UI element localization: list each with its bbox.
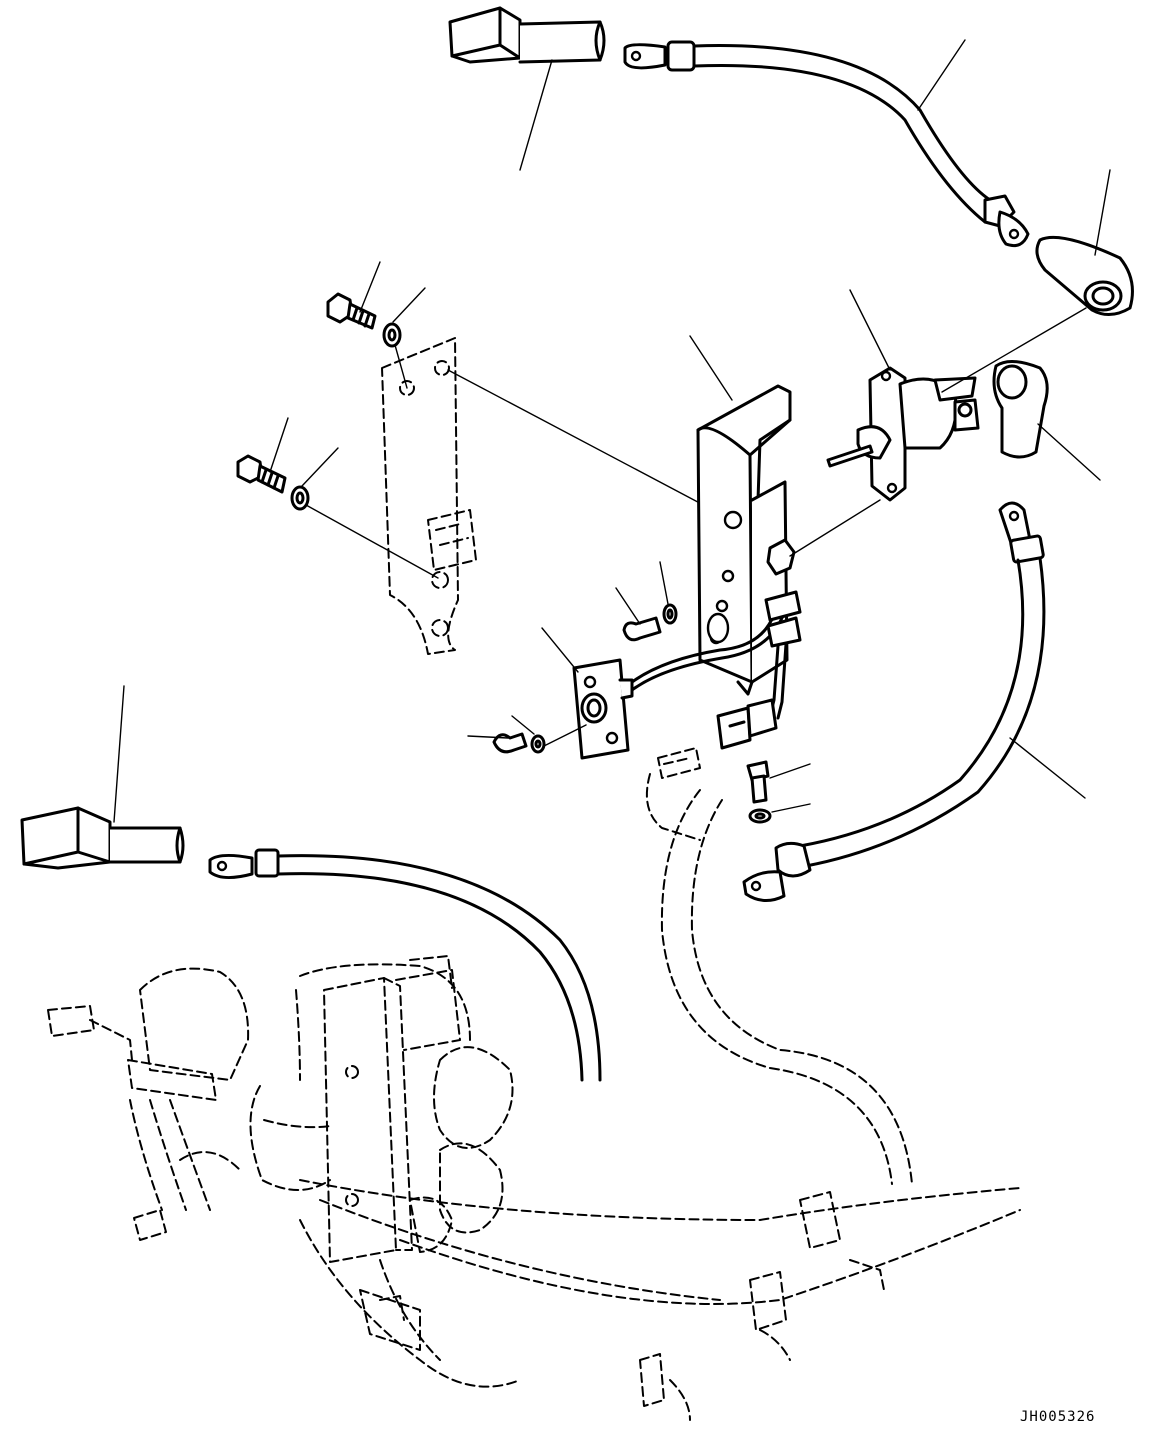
bolt-lower[interactable] (236, 454, 287, 494)
leader-line (917, 39, 966, 111)
battery-cable-lower[interactable] (208, 848, 602, 1082)
bolt-upper[interactable] (326, 292, 377, 330)
leader-line (1009, 737, 1086, 799)
leader-line (1094, 169, 1111, 256)
leader-line (359, 261, 381, 313)
mounting-plate-reference (381, 337, 477, 655)
leader-line (301, 447, 339, 487)
harness-connector[interactable] (716, 698, 778, 750)
leader-line (305, 504, 439, 579)
ground-cable[interactable] (742, 501, 1046, 902)
drawing-id-label: JH005326 (1020, 1409, 1096, 1425)
terminal-cover-lower[interactable] (20, 806, 185, 870)
terminal-boot-right[interactable] (1035, 235, 1134, 316)
leader-line (394, 344, 408, 389)
leader-line (519, 59, 553, 171)
leader-line (392, 287, 426, 323)
leader-line (511, 715, 535, 735)
leader-line (789, 499, 881, 557)
harness-clamps (639, 1191, 885, 1421)
leader-line (113, 685, 125, 823)
leader-line (467, 735, 509, 739)
battery-cable-top[interactable] (623, 40, 1030, 248)
leader-line (769, 763, 811, 779)
relay-assembly (47, 955, 521, 1388)
screw-lamp[interactable] (492, 732, 528, 754)
indicator-lamp[interactable] (572, 658, 634, 760)
terminal-cover-top[interactable] (448, 6, 606, 64)
starting-switch[interactable] (826, 366, 980, 502)
leader-line (615, 587, 641, 625)
leader-line (543, 724, 587, 747)
switch-wiring (626, 590, 802, 720)
washer-ground[interactable] (748, 808, 772, 824)
connector-reference (646, 747, 701, 841)
leader-line (541, 627, 579, 673)
leader-line (771, 803, 811, 813)
leader-line (689, 335, 733, 401)
leader-line (269, 417, 289, 473)
terminal-boot-elbow[interactable] (992, 360, 1049, 459)
leader-line (849, 289, 891, 371)
leader-line (941, 307, 1087, 393)
washer-upper[interactable] (382, 322, 402, 348)
screw-bracket[interactable] (622, 616, 662, 642)
leader-line (447, 369, 729, 519)
washer-lower[interactable] (290, 485, 310, 511)
leader-line (1037, 423, 1101, 481)
washer-bracket[interactable] (662, 603, 678, 625)
switch-bracket[interactable] (696, 384, 796, 696)
harness-reference (299, 789, 1021, 1305)
leader-line (659, 561, 669, 605)
washer-lamp[interactable] (530, 734, 546, 754)
bolt-ground[interactable] (746, 760, 770, 804)
